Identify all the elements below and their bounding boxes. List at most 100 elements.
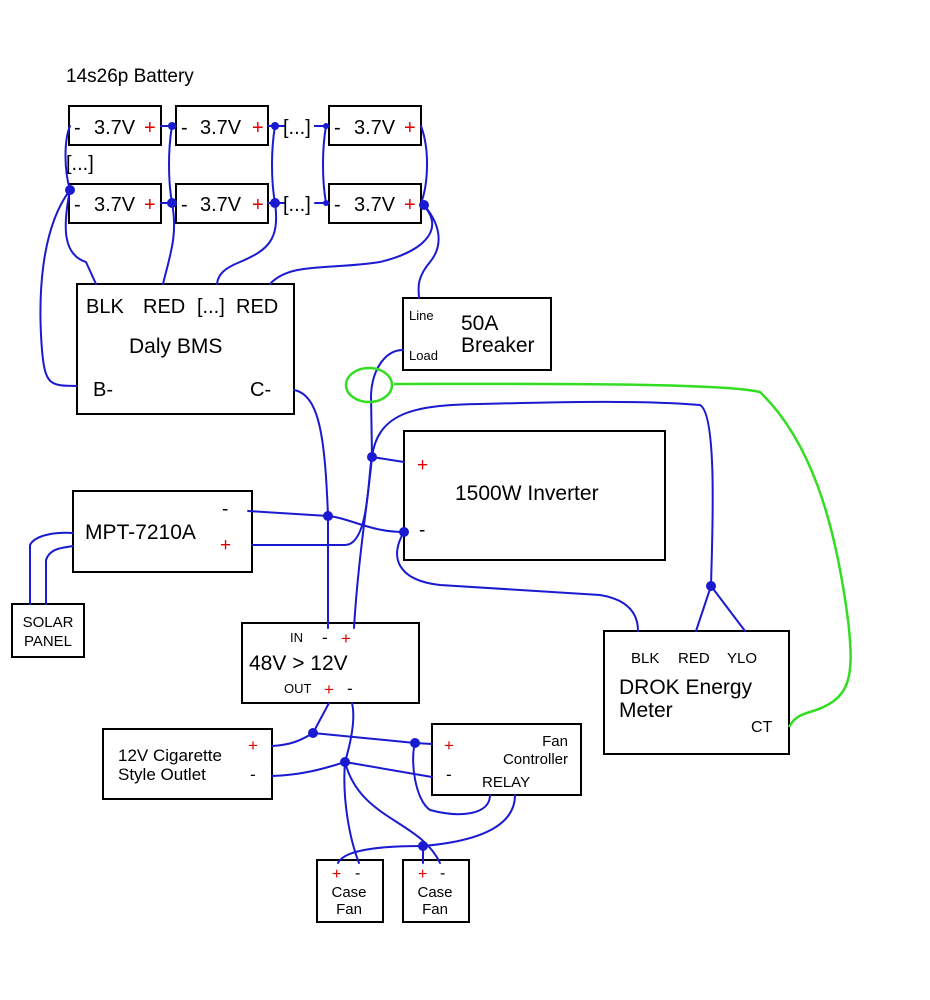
breaker-box: Line Load 50A Breaker [402, 297, 552, 371]
junction-dot [168, 122, 176, 130]
cell-voltage: 3.7V [354, 194, 396, 216]
junction-dot [323, 511, 333, 521]
fan-plus: + [418, 866, 427, 883]
outlet-line1: 12V Cigarette [118, 746, 222, 765]
wire-meter-ylo [710, 585, 746, 632]
inverter-minus: - [419, 520, 425, 541]
energy-meter-box: BLK RED YLO DROK Energy Meter CT [603, 630, 790, 755]
wire-solar-2 [45, 545, 74, 605]
fan-line2: Fan [422, 901, 448, 918]
ct-sensor-loop [344, 366, 394, 404]
cell-plus: + [404, 194, 416, 216]
junction-dot [167, 198, 177, 208]
junction-dot [367, 452, 377, 462]
bms-b-minus: B- [93, 379, 113, 401]
wire-meter-loop [371, 400, 714, 587]
wire-relay-fans [422, 794, 516, 847]
wire-parallel-4 [420, 125, 429, 204]
mppt-box: MPT-7210A - + [72, 490, 253, 573]
junction-dot [323, 123, 329, 129]
junction-dot [340, 757, 350, 767]
battery-title: 14s26p Battery [66, 66, 194, 87]
breaker-name: Breaker [461, 334, 535, 357]
outlet-minus: - [250, 765, 256, 784]
junction-dot [418, 841, 428, 851]
converter-out-minus: - [347, 679, 353, 698]
mppt-title: MPT-7210A [85, 521, 196, 544]
wire-bms-red2 [269, 202, 434, 285]
wire-parallel-2 [271, 125, 276, 204]
junction-dot [323, 200, 329, 206]
cell-minus: - [181, 117, 188, 139]
converter-in-minus: - [322, 628, 328, 647]
bms-red2-label: RED [236, 296, 278, 318]
wire-bms-mid [216, 202, 277, 285]
cell-minus: - [74, 194, 81, 216]
wire-fan1-plus [337, 845, 424, 864]
wire-bms-red1 [162, 202, 176, 285]
battery-cell-r2c3: - 3.7V + [328, 183, 422, 224]
bms-c-minus: C- [250, 379, 271, 401]
battery-cell-r2c1: - 3.7V + [68, 183, 162, 224]
converter-out-label: OUT [284, 681, 312, 696]
junction-dot [399, 527, 409, 537]
outlet-line2: Style Outlet [118, 765, 206, 784]
fan-plus: + [332, 866, 341, 883]
converter-out-plus: + [324, 680, 334, 699]
wire-inverter-plus [371, 456, 405, 463]
cell-voltage: 3.7V [94, 117, 136, 139]
battery-cell-r2c2: - 3.7V + [175, 183, 269, 224]
cell-ellipsis-r2: [...] [283, 192, 314, 216]
outlet-box: 12V Cigarette Style Outlet + - [102, 728, 273, 800]
fan-minus: - [440, 865, 445, 882]
junction-dot [308, 728, 318, 738]
meter-red-label: RED [678, 650, 710, 667]
cells-row-ellipsis: [...] [66, 153, 94, 175]
breaker-load-label: Load [409, 348, 438, 363]
inverter-plus: + [417, 455, 428, 476]
cell-minus: - [334, 194, 341, 216]
mppt-minus: - [222, 499, 228, 520]
wire-mppt-plus [251, 456, 373, 546]
bms-blk-label: BLK [86, 296, 124, 318]
fan-controller-relay: RELAY [482, 774, 530, 791]
battery-cell-r1c3: - 3.7V + [328, 105, 422, 146]
junction-dot [419, 200, 429, 210]
case-fan-2: + - Case Fan [402, 859, 470, 923]
wire-out-plus [271, 702, 330, 747]
battery-cell-r1c2: - 3.7V + [175, 105, 269, 146]
fan-minus: - [355, 865, 360, 882]
battery-cell-r1c1: - 3.7V + [68, 105, 162, 146]
wire-breaker-load [370, 349, 404, 458]
breaker-rating: 50A [461, 312, 498, 335]
junction-dot [410, 738, 420, 748]
cell-voltage: 3.7V [200, 194, 242, 216]
converter-in-plus: + [341, 629, 351, 648]
outlet-plus: + [248, 736, 258, 755]
meter-ct-label: CT [751, 719, 773, 736]
wire-parallel-3 [322, 125, 327, 204]
wire-fc-relay [412, 742, 491, 816]
cell-plus: + [404, 117, 416, 139]
meter-title-line1: DROK Energy [619, 676, 753, 699]
solar-panel-box: SOLAR PANEL [11, 603, 85, 658]
wire-out-minus-fc [344, 761, 433, 778]
wire-solar-1 [29, 531, 74, 605]
inverter-box: + - 1500W Inverter [403, 430, 666, 561]
cell-minus: - [74, 117, 81, 139]
fan-line2: Fan [336, 901, 362, 918]
wire-out-minus-outlet [271, 761, 346, 777]
junction-dots [65, 122, 716, 851]
cell-plus: + [252, 117, 264, 139]
bms-red-label: RED [143, 296, 185, 318]
junction-dot [271, 122, 279, 130]
cell-minus: - [334, 117, 341, 139]
fan-controller-plus: + [444, 736, 454, 755]
cell-plus: + [144, 117, 156, 139]
meter-title-line2: Meter [619, 699, 673, 722]
cell-gap-ellipsis-row2: [...] [283, 194, 311, 216]
fan-controller-line2: Controller [503, 751, 568, 768]
meter-ylo-label: YLO [727, 650, 757, 667]
wire-inverter-minus-meter [396, 531, 639, 632]
